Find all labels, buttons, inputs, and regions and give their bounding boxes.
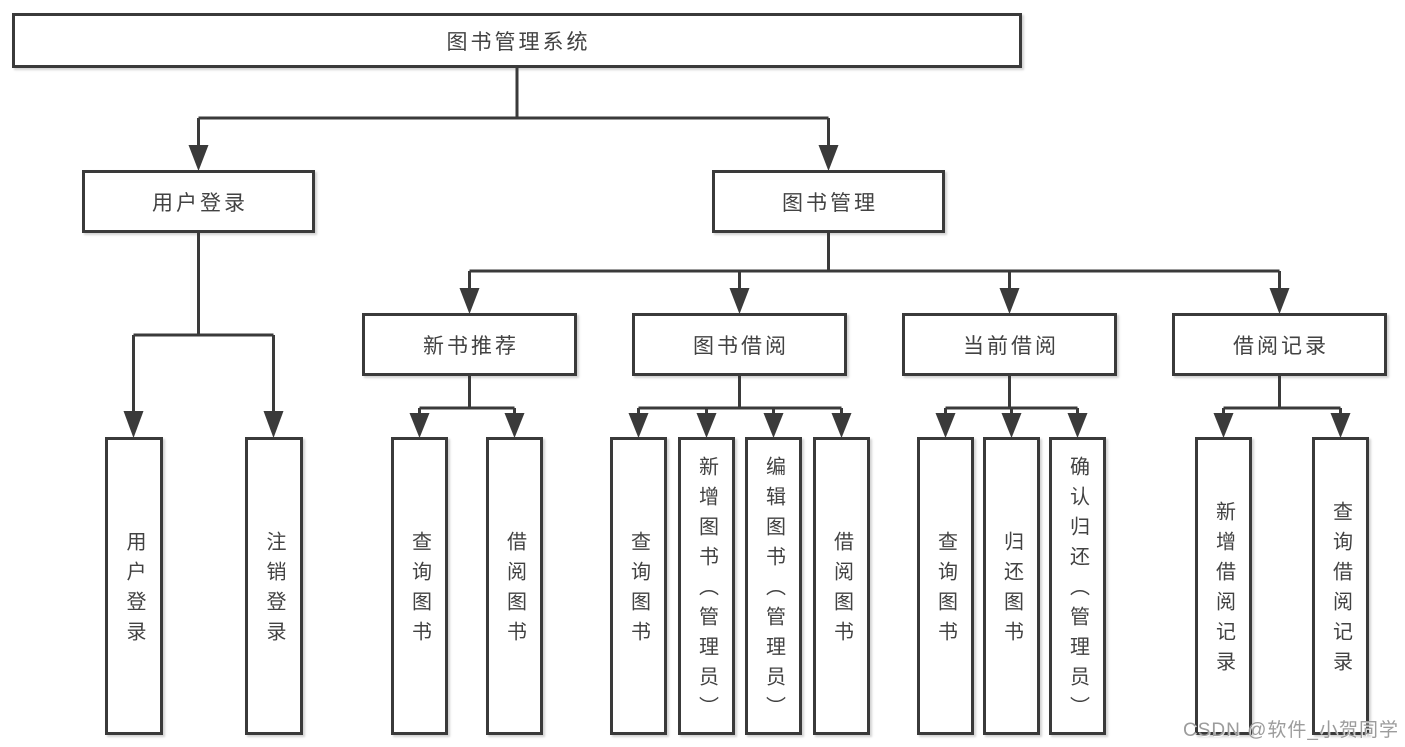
leaf-return-books: 归还图书: [983, 437, 1040, 735]
node-book-management-label: 图书管理: [782, 191, 878, 215]
node-borrowing-records-label: 借阅记录: [1233, 334, 1329, 358]
leaf-logout-label: 注销登录: [263, 531, 285, 651]
node-book-borrowing: 图书借阅: [632, 313, 847, 376]
leaf-query-books-current-label: 查询图书: [934, 531, 957, 651]
watermark-text: CSDN @软件_小贺同学: [1183, 720, 1399, 741]
leaf-borrow-books-borrowing-label: 借阅图书: [830, 531, 853, 651]
leaf-user-login: 用户登录: [105, 437, 163, 735]
leaf-add-borrow-record: 新增借阅记录: [1195, 437, 1252, 735]
node-current-borrowing: 当前借阅: [902, 313, 1117, 376]
leaf-return-books-label: 归还图书: [1000, 531, 1023, 651]
node-user-login-label: 用户登录: [152, 191, 248, 215]
leaf-confirm-return-admin-label: 确认归还（管理员）: [1066, 456, 1089, 726]
leaf-query-books-current: 查询图书: [917, 437, 974, 735]
leaf-add-books-admin-label: 新增图书（管理员）: [695, 456, 718, 726]
leaf-query-books-borrowing-label: 查询图书: [627, 531, 650, 651]
leaf-confirm-return-admin: 确认归还（管理员）: [1049, 437, 1106, 735]
leaf-add-books-admin: 新增图书（管理员）: [678, 437, 735, 735]
leaf-query-borrow-record: 查询借阅记录: [1312, 437, 1369, 735]
node-current-borrowing-label: 当前借阅: [963, 334, 1059, 358]
leaf-query-books-recommend-label: 查询图书: [408, 531, 431, 651]
leaf-edit-books-admin-label: 编辑图书（管理员）: [762, 456, 785, 726]
leaf-query-books-borrowing: 查询图书: [610, 437, 667, 735]
node-book-management: 图书管理: [712, 170, 945, 233]
leaf-borrow-books-recommend: 借阅图书: [486, 437, 543, 735]
node-new-book-recommend-label: 新书推荐: [423, 334, 519, 358]
leaf-add-borrow-record-label: 新增借阅记录: [1212, 501, 1235, 681]
node-book-borrowing-label: 图书借阅: [693, 334, 789, 358]
leaf-borrow-books-recommend-label: 借阅图书: [503, 531, 526, 651]
node-library-system: 图书管理系统: [12, 13, 1022, 68]
leaf-logout: 注销登录: [245, 437, 303, 735]
node-library-system-label: 图书管理系统: [446, 30, 591, 54]
leaf-query-books-recommend: 查询图书: [391, 437, 448, 735]
leaf-borrow-books-borrowing: 借阅图书: [813, 437, 870, 735]
node-borrowing-records: 借阅记录: [1172, 313, 1387, 376]
node-user-login: 用户登录: [82, 170, 315, 233]
leaf-user-login-label: 用户登录: [123, 531, 145, 651]
node-new-book-recommend: 新书推荐: [362, 313, 577, 376]
leaf-query-borrow-record-label: 查询借阅记录: [1329, 501, 1352, 681]
leaf-edit-books-admin: 编辑图书（管理员）: [745, 437, 802, 735]
